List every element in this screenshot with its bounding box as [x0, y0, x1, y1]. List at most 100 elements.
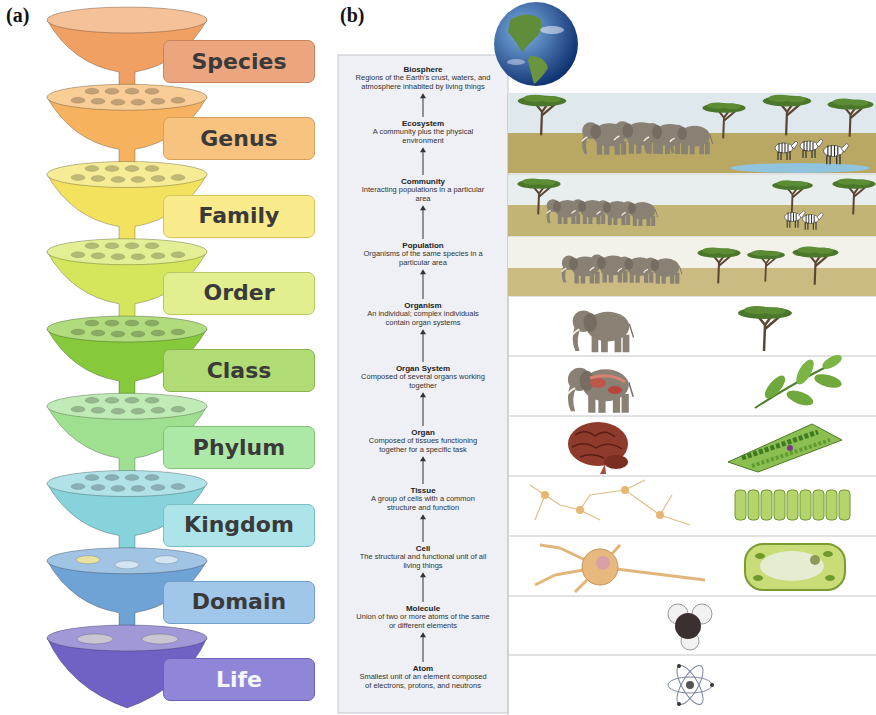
- organ-system-figures-part: [608, 386, 622, 394]
- panel-letter: (a): [6, 4, 29, 26]
- ecosystem-scene: [508, 93, 876, 173]
- arrow-shaft: [423, 636, 424, 662]
- row-separators-part: [508, 536, 876, 537]
- tissue-figures-part-part: [761, 490, 772, 520]
- organ-figures-part: [604, 455, 628, 469]
- row-separators-part: [508, 476, 876, 477]
- cell-figures-part: [745, 544, 845, 590]
- tissue-figures-part-part: [787, 490, 798, 520]
- panel-letter: (b): [340, 4, 364, 26]
- row-separators-part: [508, 174, 876, 175]
- level-arrow: [420, 93, 426, 117]
- rank-tag: Phylum: [163, 426, 315, 469]
- tissue-figures-part: [735, 490, 850, 520]
- cell-figures-part: [810, 555, 820, 565]
- level-arrow: [420, 392, 426, 426]
- level-arrow: [420, 147, 426, 175]
- rank-tag: Family: [163, 195, 315, 238]
- atom-figure: [668, 662, 714, 708]
- atom-figure-part-part: [672, 662, 708, 708]
- row-separators: [508, 93, 876, 715]
- organ-system-figures-part: [755, 365, 830, 408]
- funnel-stack-part-part: [76, 556, 100, 564]
- row-separators-part: [508, 416, 876, 417]
- organ-system-figures-part: [820, 352, 844, 372]
- tissue-figures: [530, 480, 850, 525]
- organ-system-figures-part: [590, 378, 606, 388]
- level-block: Organ SystemComposed of several organs w…: [348, 363, 498, 391]
- level-block: CellThe structural and functional unit o…: [348, 543, 498, 571]
- atom-figure-part: [677, 702, 681, 706]
- level-name: Population: [348, 241, 498, 250]
- arrow-shaft: [423, 396, 424, 426]
- organ-figures-part: [752, 440, 830, 466]
- level-arrow: [420, 632, 426, 662]
- level-block: TissueA group of cells with a common str…: [348, 485, 498, 513]
- rank-name: Order: [203, 280, 274, 306]
- tissue-figures-part-part: [800, 490, 811, 520]
- organism-figures: [573, 306, 792, 352]
- level-block: CommunityInteracting populations in a pa…: [348, 176, 498, 204]
- tissue-figures-part-part: [813, 490, 824, 520]
- funnel-stack-part-part: [47, 625, 207, 651]
- tissue-figures-part-part: [735, 490, 746, 520]
- arrow-shaft: [423, 333, 424, 362]
- level-name: Cell: [348, 544, 498, 553]
- arrow-shaft: [423, 518, 424, 542]
- ecosystem-scene-part: [763, 95, 812, 136]
- rank-tag: Class: [163, 349, 315, 392]
- atom-figure-part-part: [672, 662, 708, 708]
- organ-system-figures-part: [793, 357, 817, 387]
- arrow-head: [420, 93, 426, 98]
- organism-figures-part: [573, 310, 634, 352]
- organ-figures-part: [728, 424, 842, 472]
- level-description: Interacting populations in a particular …: [356, 186, 491, 203]
- population-scene-part: [644, 257, 682, 283]
- organ-figures-part: [787, 445, 793, 451]
- organ-figures-part: [600, 464, 606, 474]
- atom-figure-part: [677, 664, 681, 668]
- rank-name: Species: [191, 49, 286, 75]
- tissue-figures-part-part: [748, 490, 759, 520]
- row-separators-part: [508, 596, 876, 597]
- level-panel: [338, 55, 508, 713]
- ecosystem-scene-part: [800, 139, 823, 158]
- population-scene-part: [747, 250, 785, 282]
- atom-figure-part: [686, 681, 694, 689]
- tissue-figures-part-part: [826, 490, 837, 520]
- level-name: Tissue: [348, 486, 498, 495]
- molecule-figure: [668, 604, 712, 650]
- cell-figures-part: [753, 575, 763, 581]
- ecosystem-scene-part: [508, 93, 876, 173]
- community-scene: [508, 175, 876, 236]
- arrow-head: [420, 572, 426, 577]
- community-scene-part: [785, 211, 806, 228]
- level-description: An individual; complex individuals conta…: [356, 310, 491, 327]
- funnel-stack-part: [76, 556, 178, 569]
- level-description: A group of cells with a common structure…: [356, 495, 491, 512]
- globe-part: [494, 2, 578, 86]
- organ-system-figures-part: [568, 368, 633, 413]
- row-separators-part: [508, 356, 876, 357]
- level-name: Organism: [348, 301, 498, 310]
- arrow-shaft: [423, 151, 424, 175]
- funnel-stack-part-part: [142, 634, 178, 644]
- molecule-figure-part: [675, 613, 701, 639]
- funnel-stack-part: [71, 475, 185, 492]
- cell-figures-part: [596, 556, 610, 570]
- arrow-shaft: [423, 460, 424, 484]
- funnel-stack-part: [71, 88, 185, 105]
- arrow-head: [420, 456, 426, 461]
- arrow-head: [420, 392, 426, 397]
- organ-system-figures-part: [813, 372, 843, 391]
- rank-tag: Kingdom: [163, 504, 315, 547]
- funnel-stack-part-part: [77, 634, 113, 644]
- organ-system-figures-part: [590, 376, 625, 382]
- tissue-figures-part: [530, 480, 690, 525]
- level-arrow: [420, 205, 426, 239]
- ecosystem-scene-part: [828, 99, 874, 137]
- arrow-head: [420, 329, 426, 334]
- organism-figures-part: [738, 306, 792, 351]
- arrow-shaft: [423, 576, 424, 602]
